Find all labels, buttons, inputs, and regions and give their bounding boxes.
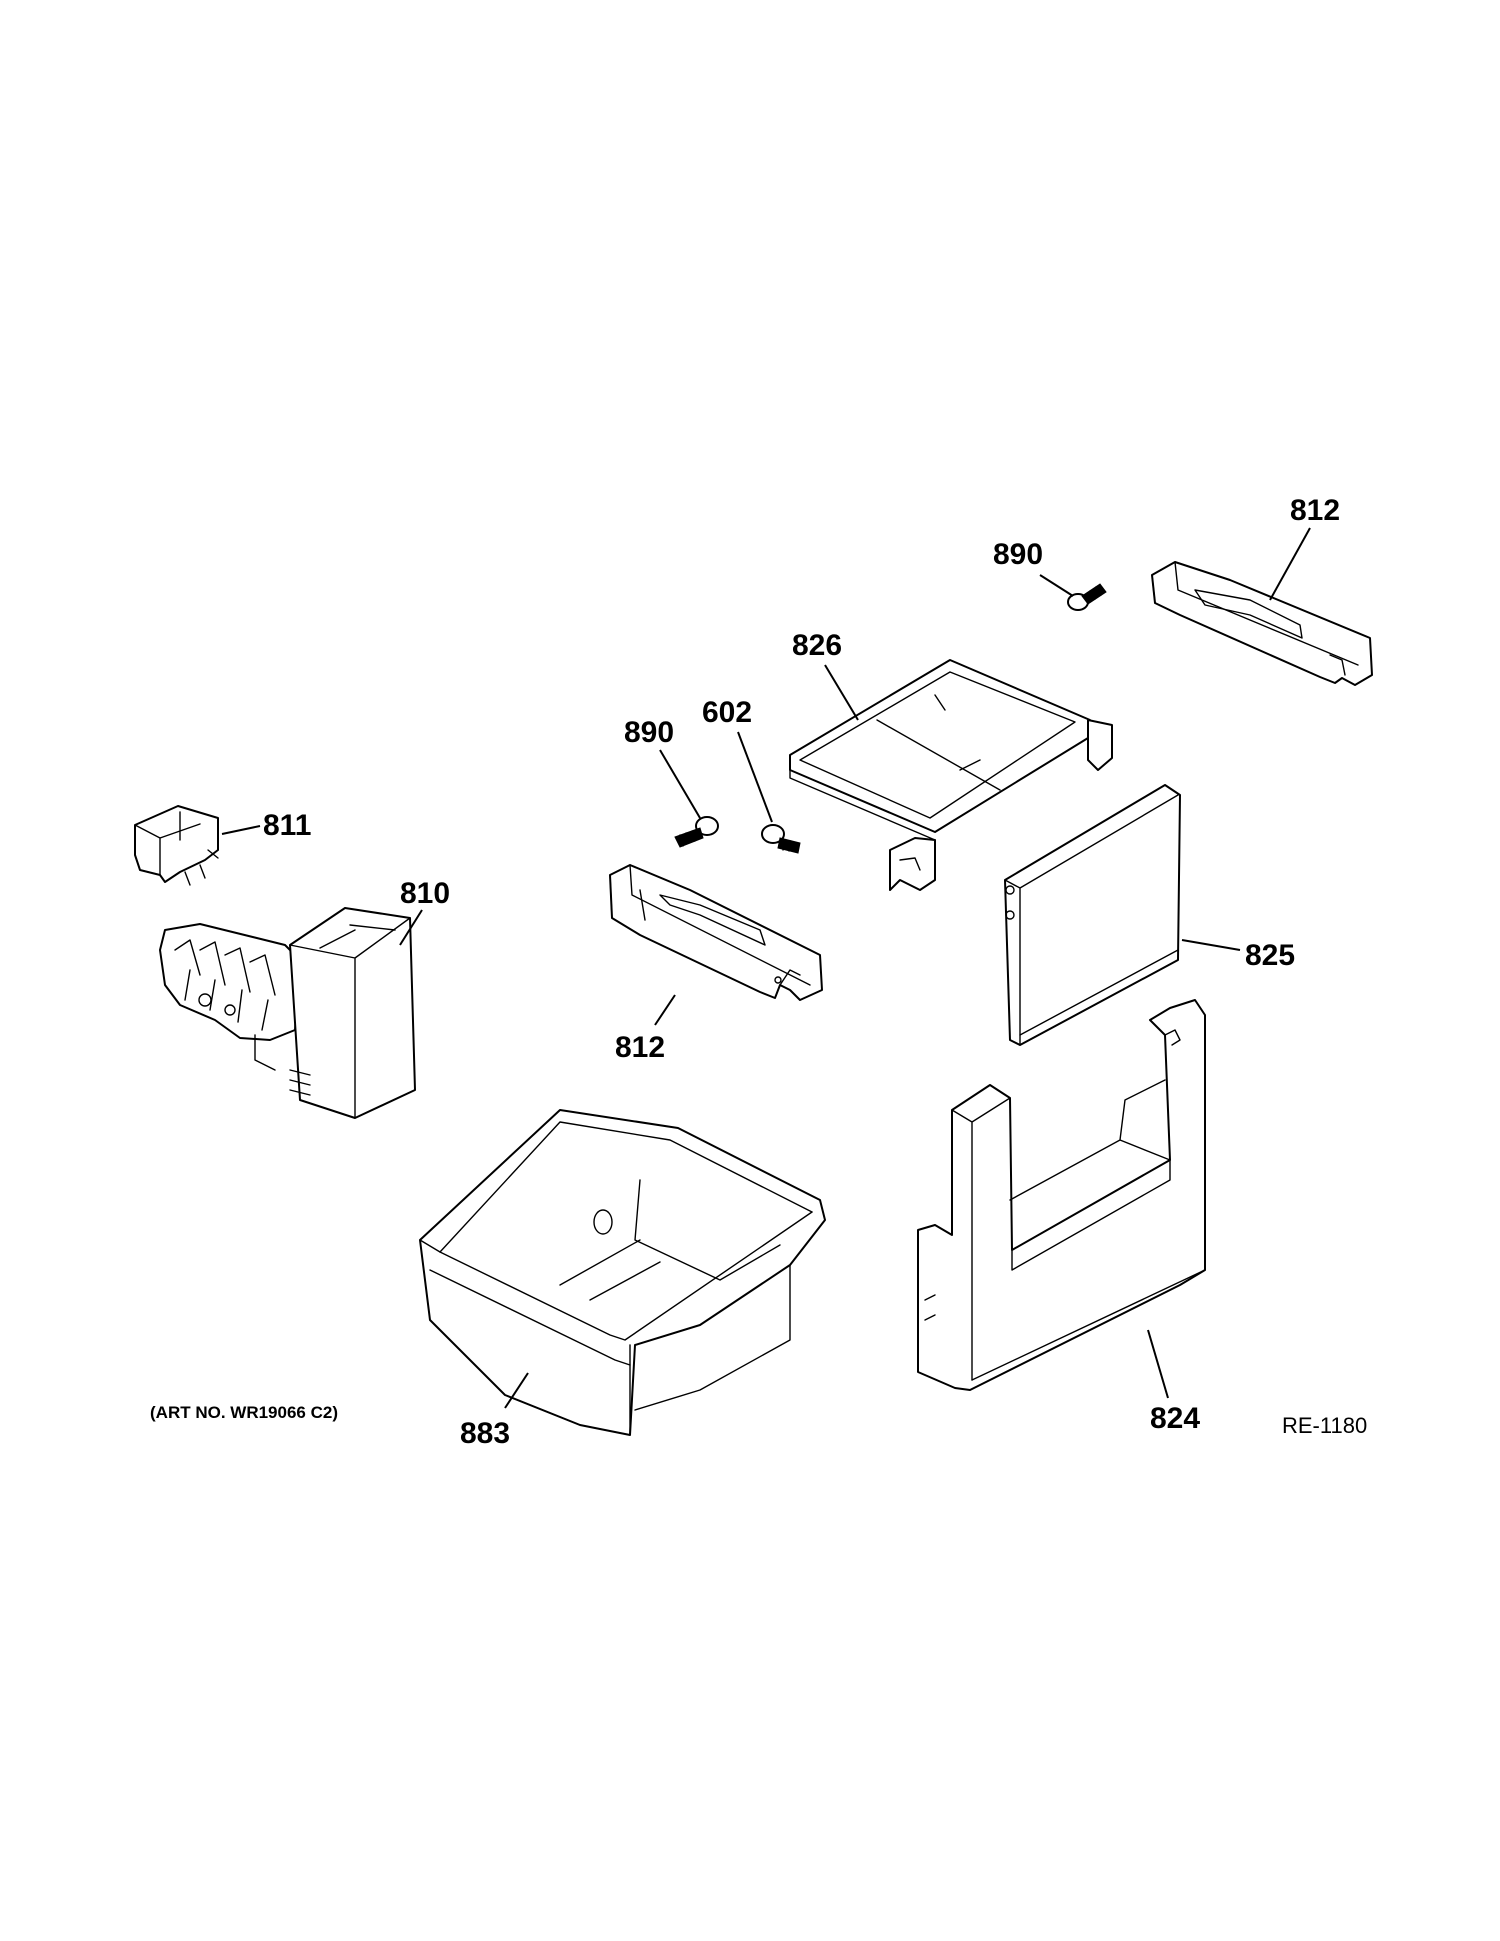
part-824-housing — [917, 999, 1206, 1391]
leader-811 — [221, 825, 261, 835]
label-883: 883 — [460, 1417, 510, 1450]
part-825-panel — [1004, 784, 1181, 1046]
part-890-screw-top — [1067, 583, 1107, 611]
part-810-icemaker — [159, 907, 416, 1119]
part-812-rail-mid — [609, 864, 823, 1001]
art-number-note: (ART NO. WR19066 C2) — [150, 1403, 338, 1422]
leader-602 — [737, 731, 773, 823]
reference-code: RE-1180 — [1282, 1413, 1367, 1438]
label-824: 824 — [1150, 1402, 1200, 1435]
leader-812-mid — [654, 994, 676, 1026]
label-602: 602 — [702, 696, 752, 729]
label-811: 811 — [263, 809, 311, 842]
part-883-bucket — [419, 1109, 826, 1436]
leader-824 — [1147, 1329, 1169, 1399]
part-812-rail-top — [1151, 561, 1373, 686]
label-890-top: 890 — [993, 538, 1043, 571]
label-826: 826 — [792, 629, 842, 662]
leader-810 — [399, 909, 423, 946]
leader-890-mid — [659, 749, 701, 819]
part-602-screw — [761, 824, 801, 854]
leader-883 — [504, 1372, 529, 1409]
leader-890-top — [1039, 574, 1074, 597]
label-810: 810 — [400, 877, 450, 910]
part-890-screw-mid — [674, 816, 719, 848]
leader-812-top — [1269, 527, 1311, 601]
label-890-mid: 890 — [624, 716, 674, 749]
part-826-frame — [789, 659, 1113, 891]
part-811-clip — [134, 805, 219, 886]
label-812-mid: 812 — [615, 1031, 665, 1064]
leader-826 — [824, 664, 859, 721]
label-825: 825 — [1245, 939, 1295, 972]
label-812-top: 812 — [1290, 494, 1340, 527]
leader-825 — [1181, 939, 1241, 951]
